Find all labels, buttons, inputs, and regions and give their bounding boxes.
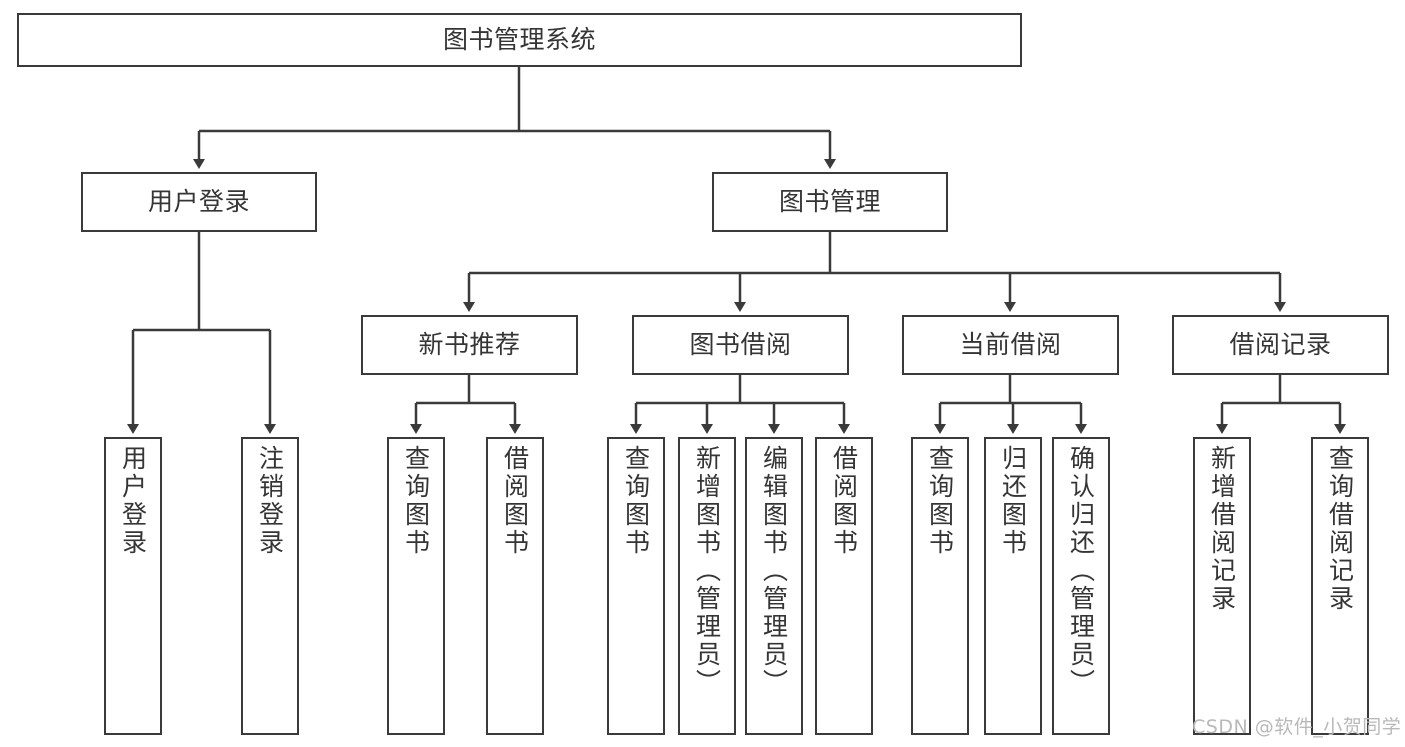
node-user-login-label: 用户登录 <box>147 186 250 216</box>
leaf-return-book-label: 归还图书 <box>998 445 1028 557</box>
leaf-query-record[interactable]: 查询借阅记录 <box>1311 437 1369 735</box>
leaf-borrow-book-1[interactable]: 借阅图书 <box>486 437 544 735</box>
leaf-query-book-2-label: 查询图书 <box>621 445 651 557</box>
leaf-add-book[interactable]: 新增图书（管理员） <box>678 437 736 735</box>
leaf-borrow-book-1-label: 借阅图书 <box>500 445 530 557</box>
leaf-borrow-book-2-label: 借阅图书 <box>829 445 859 557</box>
leaf-borrow-book-2[interactable]: 借阅图书 <box>815 437 873 735</box>
leaf-edit-book-label: 编辑图书（管理员） <box>759 445 789 697</box>
leaf-query-book-2[interactable]: 查询图书 <box>607 437 665 735</box>
leaf-logout[interactable]: 注销登录 <box>241 437 299 735</box>
leaf-query-book-1[interactable]: 查询图书 <box>387 437 445 735</box>
node-borrow-record-label: 借阅记录 <box>1229 329 1332 359</box>
leaf-add-record[interactable]: 新增借阅记录 <box>1193 437 1251 735</box>
node-current-borrow[interactable]: 当前借阅 <box>902 315 1119 375</box>
leaf-confirm-return-label: 确认归还（管理员） <box>1066 445 1096 697</box>
node-new-book-recommend-label: 新书推荐 <box>418 329 521 359</box>
leaf-query-book-3-label: 查询图书 <box>925 445 955 557</box>
node-book-borrow-label: 图书借阅 <box>689 329 792 359</box>
node-current-borrow-label: 当前借阅 <box>959 329 1062 359</box>
node-book-borrow[interactable]: 图书借阅 <box>632 315 849 375</box>
node-root-label: 图书管理系统 <box>442 24 596 54</box>
leaf-user-login[interactable]: 用户登录 <box>104 437 162 735</box>
node-root[interactable]: 图书管理系统 <box>17 13 1022 67</box>
leaf-return-book[interactable]: 归还图书 <box>984 437 1042 735</box>
leaf-confirm-return[interactable]: 确认归还（管理员） <box>1052 437 1110 735</box>
leaf-add-record-label: 新增借阅记录 <box>1207 445 1237 613</box>
node-new-book-recommend[interactable]: 新书推荐 <box>361 315 578 375</box>
leaf-user-login-label: 用户登录 <box>118 445 148 557</box>
leaf-query-book-1-label: 查询图书 <box>401 445 431 557</box>
node-user-login[interactable]: 用户登录 <box>81 172 317 232</box>
node-borrow-record[interactable]: 借阅记录 <box>1172 315 1389 375</box>
leaf-query-book-3[interactable]: 查询图书 <box>911 437 969 735</box>
csdn-watermark: CSDN @软件_小贺同学 <box>1192 716 1402 738</box>
node-book-management-label: 图书管理 <box>778 186 881 216</box>
leaf-logout-label: 注销登录 <box>255 445 285 557</box>
node-book-management[interactable]: 图书管理 <box>712 172 948 232</box>
leaf-query-record-label: 查询借阅记录 <box>1325 445 1355 613</box>
leaf-add-book-label: 新增图书（管理员） <box>692 445 722 697</box>
leaf-edit-book[interactable]: 编辑图书（管理员） <box>745 437 803 735</box>
